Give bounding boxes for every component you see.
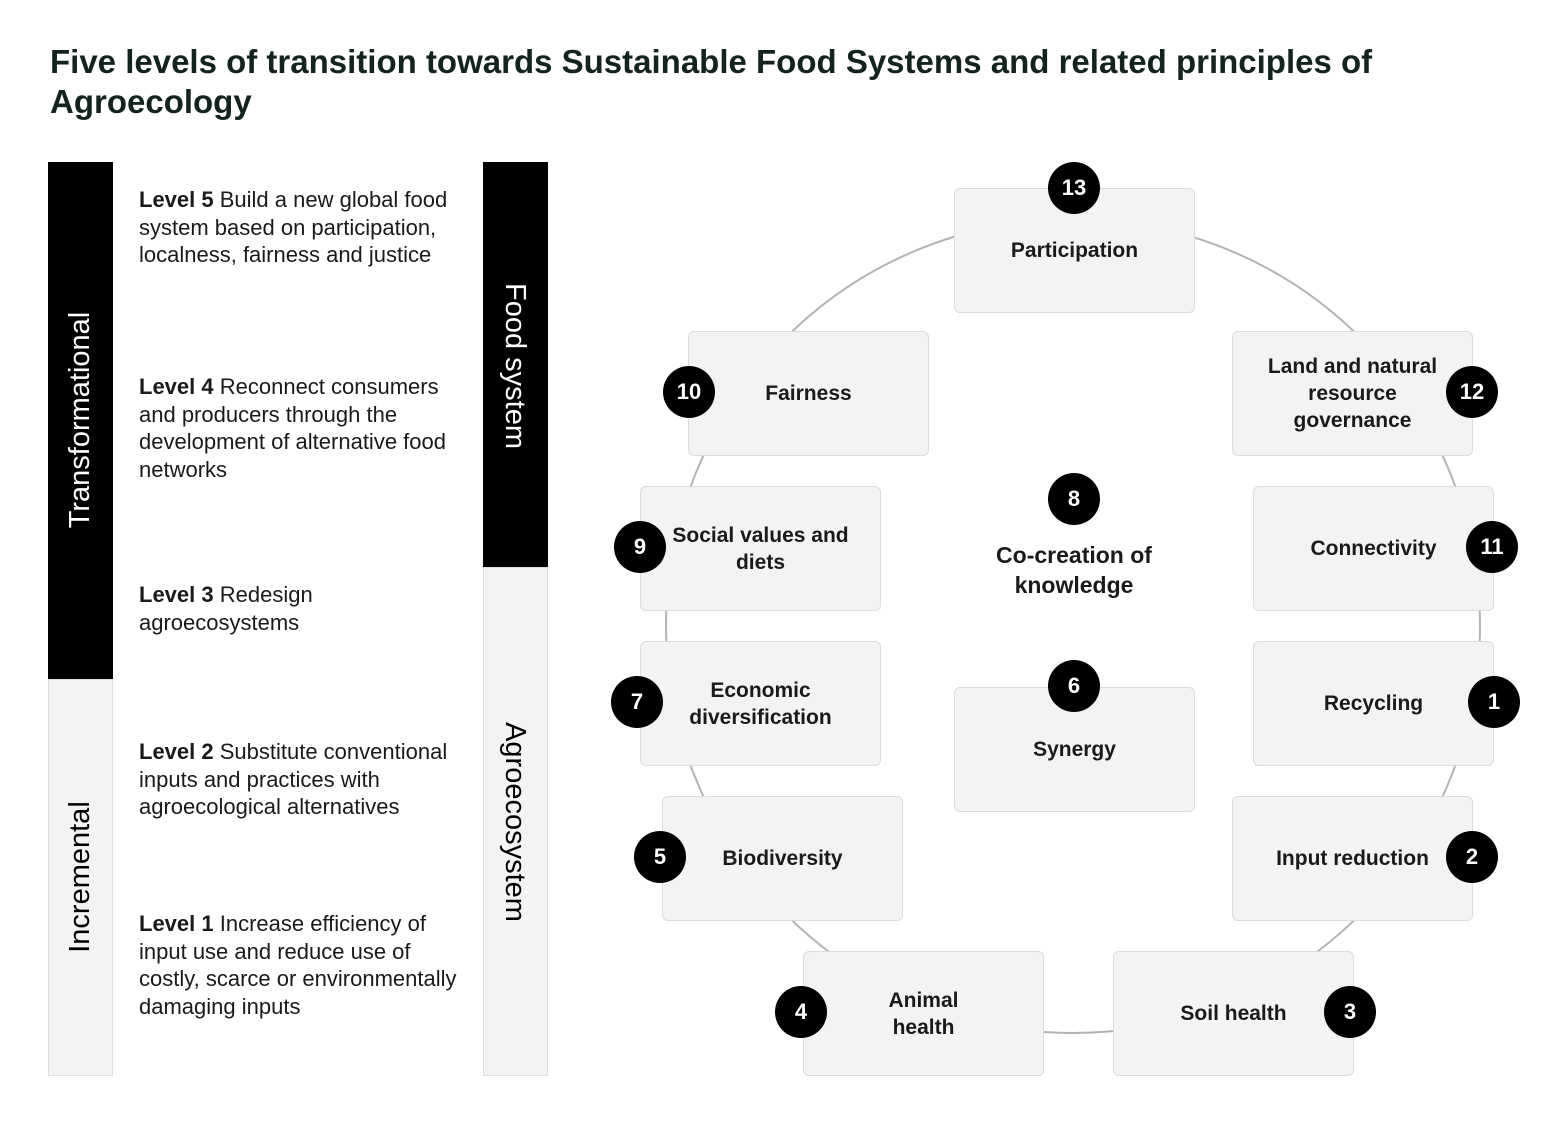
transformational-bar (48, 162, 113, 679)
principle-economic-diversification: Economic diversification (640, 641, 881, 766)
food-system-bar (483, 162, 548, 567)
principle-number-badge: 5 (634, 831, 686, 883)
principle-land-governance: Land and natural resource governance (1232, 331, 1473, 456)
principle-number-badge: 6 (1048, 660, 1100, 712)
level-description: Reconnect consumers and producers throug… (139, 374, 446, 482)
level-2-text: Level 2 Substitute conventional inputs a… (139, 738, 469, 821)
principle-number-badge: 12 (1446, 366, 1498, 418)
level-label: Level 5 (139, 187, 214, 212)
principle-number-badge: 9 (614, 521, 666, 573)
principle-label: Social values and diets (672, 523, 849, 574)
level-label: Level 4 (139, 374, 214, 399)
level-1-text: Level 1 Increase efficiency of input use… (139, 910, 469, 1020)
principle-animal-health: Animal health (803, 951, 1044, 1076)
level-description: Increase efficiency of input use and red… (139, 911, 457, 1019)
incremental-bar (48, 679, 113, 1076)
principle-social-values: Social values and diets (640, 486, 881, 611)
principle-input-reduction: Input reduction (1232, 796, 1473, 921)
level-label: Level 2 (139, 739, 214, 764)
principle-number-badge: 2 (1446, 831, 1498, 883)
principle-label: Economic diversification (689, 678, 832, 729)
principle-soil-health: Soil health (1113, 951, 1354, 1076)
level-label: Level 1 (139, 911, 214, 936)
principle-label: Input reduction (1276, 847, 1429, 870)
principle-number-badge: 13 (1048, 162, 1100, 214)
level-label: Level 3 (139, 582, 214, 607)
principle-label: Connectivity (1310, 537, 1437, 560)
principle-label: Participation (1010, 239, 1139, 262)
level-5-text: Level 5 Build a new global food system b… (139, 186, 469, 269)
level-description: Build a new global food system based on … (139, 187, 448, 267)
principle-biodiversity: Biodiversity (662, 796, 903, 921)
principle-number-badge: 11 (1466, 521, 1518, 573)
center-principle-label: Co-creation of knowledge (996, 542, 1152, 598)
principle-label: Biodiversity (722, 847, 843, 870)
principle-label: Synergy (1033, 738, 1116, 761)
principle-number-badge: 4 (775, 986, 827, 1038)
principle-label: Recycling (1323, 692, 1424, 715)
center-number-badge: 8 (1048, 473, 1100, 525)
level-3-text: Level 3 Redesign agroecosystems (139, 581, 379, 636)
principle-label: Animal health (888, 988, 959, 1039)
agroecosystem-bar (483, 567, 548, 1076)
principle-number-badge: 1 (1468, 676, 1520, 728)
page-title: Five levels of transition towards Sustai… (50, 43, 1373, 120)
principle-label: Fairness (765, 382, 852, 405)
level-description: Substitute conventional inputs and pract… (139, 739, 448, 819)
principle-number-badge: 3 (1324, 986, 1376, 1038)
principle-fairness: Fairness (688, 331, 929, 456)
principle-number-badge: 7 (611, 676, 663, 728)
level-4-text: Level 4 Reconnect consumers and producer… (139, 373, 469, 483)
principle-label: Land and natural resource governance (1267, 355, 1438, 432)
principle-label: Soil health (1180, 1002, 1287, 1025)
principle-number-badge: 10 (663, 366, 715, 418)
principle-connectivity: Connectivity (1253, 486, 1494, 611)
level-description: Redesign agroecosystems (139, 582, 313, 635)
principle-recycling: Recycling (1253, 641, 1494, 766)
